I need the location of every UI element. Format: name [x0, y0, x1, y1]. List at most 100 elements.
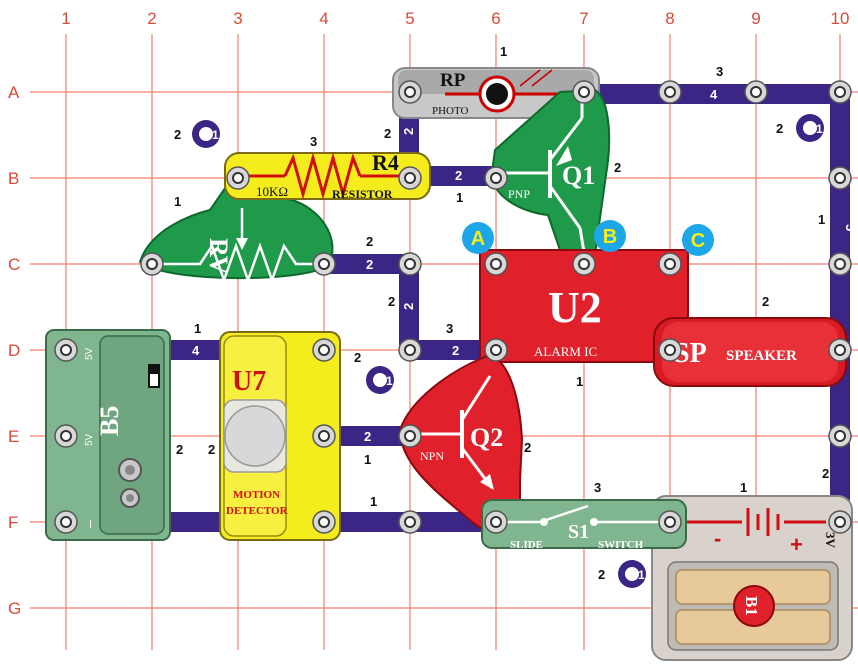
label-f7-num: 3: [594, 480, 601, 495]
snap-e1: [54, 424, 78, 448]
grid-col-label-4: 4: [319, 9, 328, 28]
label-right-mid: 5: [843, 224, 858, 231]
s1-name: S1: [568, 521, 589, 543]
rp-name: RP: [440, 70, 466, 91]
snap-d6: [484, 338, 508, 362]
label-rp-num: 1: [500, 44, 507, 59]
grid-row-label-G: G: [8, 599, 21, 618]
snap-f5: [398, 510, 422, 534]
label-a-mid: 4: [710, 87, 718, 102]
snap-e10: [828, 424, 852, 448]
q2-name: Q2: [470, 423, 503, 452]
label-b5b6-num: 1: [456, 190, 463, 205]
snap-d4: [312, 338, 336, 362]
label-d4-num: 1: [194, 321, 201, 336]
slide-switch-s1: S1 SLIDE SWITCH: [481, 499, 687, 551]
snap-e4: [312, 424, 336, 448]
u7-sub2: DETECTOR: [226, 505, 289, 517]
b5-name: B5: [95, 406, 124, 436]
resistor-r4: R4 10KΩ RESISTOR: [224, 150, 431, 201]
label-d5-num: 2: [388, 294, 395, 309]
single-snap-f8-label: 1: [638, 568, 645, 582]
label-q2-2: 2: [524, 440, 531, 455]
b5-5v-mid: 5V: [84, 433, 95, 446]
label-d5-vert: 2: [401, 303, 416, 310]
label-right-num: 1: [818, 212, 825, 227]
r4-value: 10KΩ: [256, 184, 288, 199]
label-e10-num: 2: [822, 466, 829, 481]
label-a-top: 3: [716, 64, 723, 79]
s1-sub2: SWITCH: [598, 539, 644, 551]
snap-d5: [398, 338, 422, 362]
snap-b10: [828, 166, 852, 190]
label-b5-2: 2: [176, 442, 183, 457]
snap-a7: [572, 80, 596, 104]
single-snap-f8: 1: [618, 560, 646, 588]
snap-f8: [658, 510, 682, 534]
label-stud-d5: 2: [354, 350, 361, 365]
label-e4-num: 1: [364, 452, 371, 467]
grid-col-label-5: 5: [405, 9, 414, 28]
label-sp-num: 2: [762, 294, 769, 309]
point-b-label: B: [603, 226, 617, 248]
snap-b6: [484, 166, 508, 190]
grid-col-label-1: 1: [61, 9, 70, 28]
label-rv-1: 1: [174, 194, 181, 209]
snap-a8: [658, 80, 682, 104]
grid-col-label-7: 7: [579, 9, 588, 28]
grid-col-label-3: 3: [233, 9, 242, 28]
grid-row-label-E: E: [8, 427, 19, 446]
transistor-q2: Q2 NPN: [398, 353, 524, 533]
speaker-sp: SP SPEAKER: [653, 317, 847, 387]
label-d6-num: 3: [446, 321, 453, 336]
snap-c6: [484, 252, 508, 276]
label-d6-mid: 2: [452, 343, 459, 358]
u7-sub1: MOTION: [233, 489, 280, 501]
snap-a5: [398, 80, 422, 104]
snap-f4: [312, 510, 336, 534]
s1-sub1: SLIDE: [510, 539, 543, 551]
point-c-label: C: [691, 230, 705, 252]
point-a-label: A: [471, 228, 485, 250]
motion-detector-u7: U7 MOTION DETECTOR: [219, 331, 341, 541]
point-b: B: [594, 220, 626, 252]
grid-col-label-6: 6: [491, 9, 500, 28]
r4-sub: RESISTOR: [332, 187, 393, 201]
battery-holder-b1: B1 - + 3V: [651, 495, 853, 661]
single-snap-b10-label: 1: [816, 122, 823, 136]
grid-row-label-F: F: [8, 513, 18, 532]
point-c: C: [682, 224, 714, 256]
snap-c7: [572, 252, 596, 276]
single-snap-b2: 1: [192, 120, 220, 148]
q1-type: PNP: [508, 187, 530, 201]
label-b1-num: 1: [740, 480, 747, 495]
label-b6: 2: [455, 168, 462, 183]
snap-e5: [398, 424, 422, 448]
q2-type: NPN: [420, 449, 444, 463]
snap-f10: [828, 510, 852, 534]
label-r4-num: 3: [310, 134, 317, 149]
rv-label: RV: [204, 238, 233, 275]
snap-c5: [398, 252, 422, 276]
single-snap-b2-label: 1: [212, 128, 219, 142]
snap-a10: [828, 80, 852, 104]
label-e3-2a: 2: [208, 442, 215, 457]
grid-col-label-2: 2: [147, 9, 156, 28]
wire-labels: 3 4 1 5 2 2 1 2 2 1 4 2 2 3 2 2 1 1 3 2 …: [174, 44, 858, 582]
grid-row-label-A: A: [8, 83, 20, 102]
snap-f6: [484, 510, 508, 534]
r4-name: R4: [372, 150, 399, 175]
wire-e4-e5: [316, 426, 420, 446]
snap-b3: [226, 166, 250, 190]
snap-b5: [398, 166, 422, 190]
label-rp-2: 2: [384, 126, 391, 141]
point-markers: A B C: [462, 220, 714, 256]
grid-row-label-D: D: [8, 341, 20, 360]
snap-d8: [658, 338, 682, 362]
grid-row-label-C: C: [8, 255, 20, 274]
label-stud-b2: 2: [174, 127, 181, 142]
grid-row-label-B: B: [8, 169, 19, 188]
b5-5v-top: 5V: [84, 347, 95, 360]
label-f4-num: 1: [370, 494, 377, 509]
